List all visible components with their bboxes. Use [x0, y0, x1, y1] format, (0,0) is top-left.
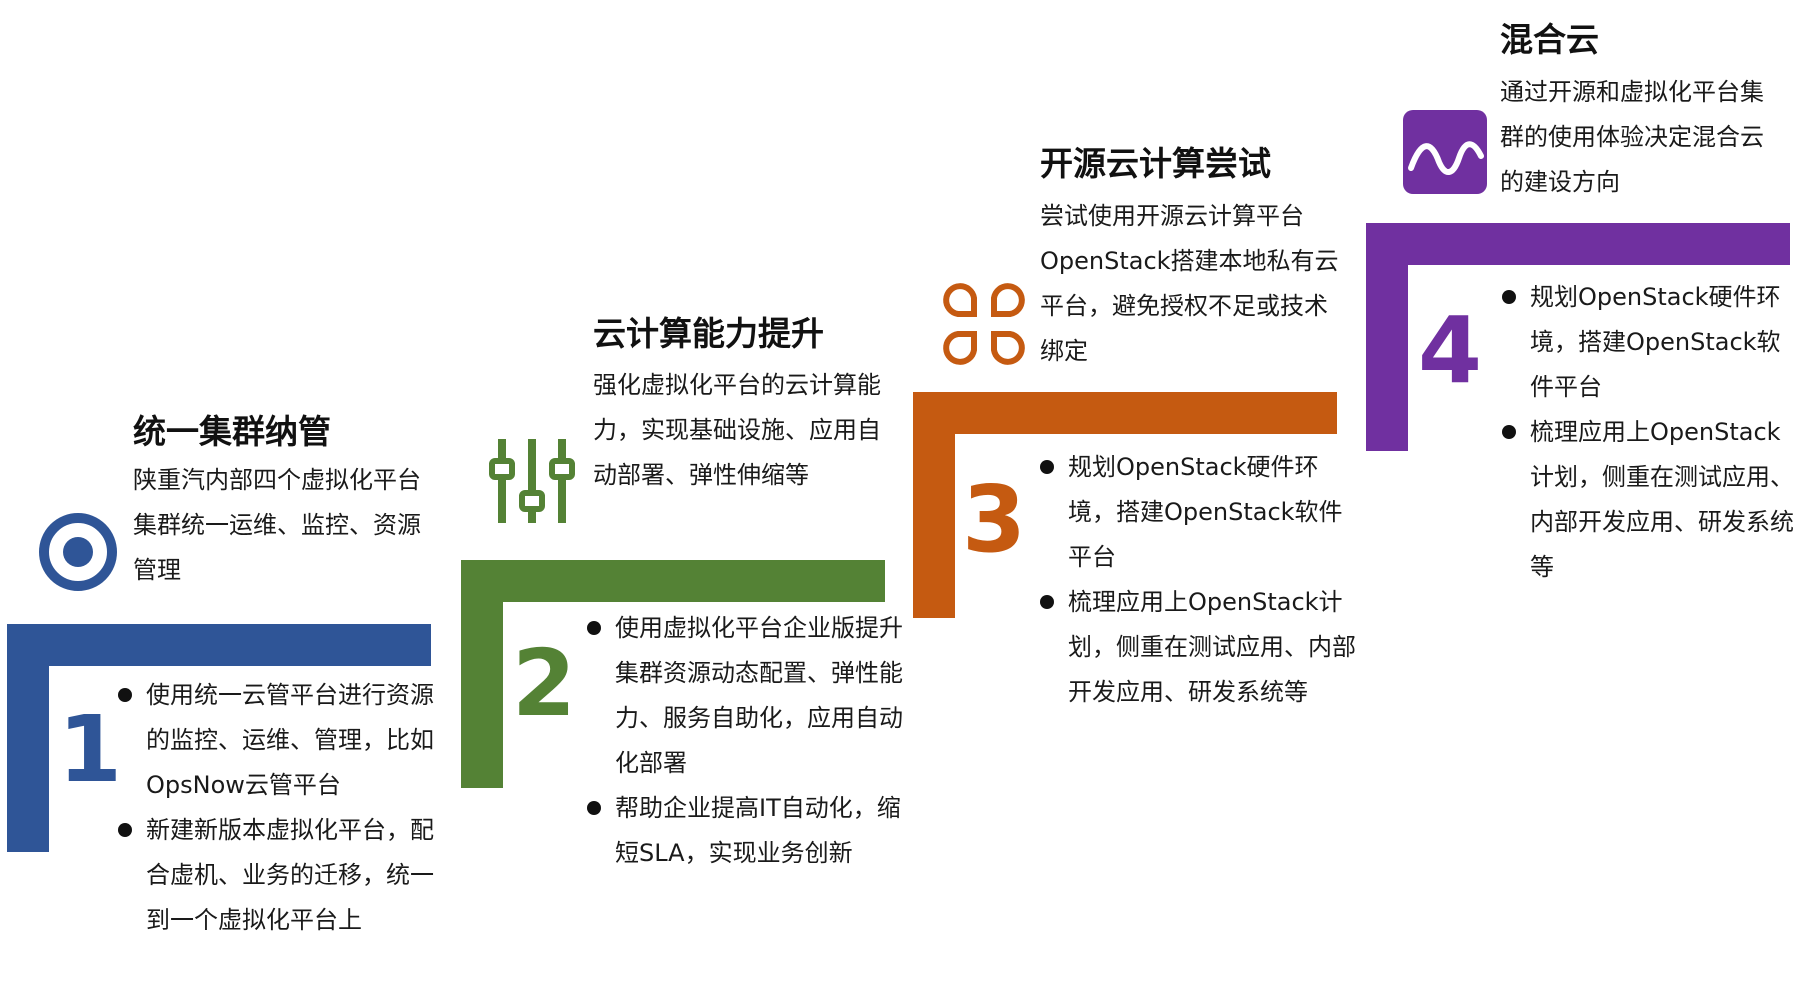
stage-4-bullets: 规划OpenStack硬件环境，搭建OpenStack软件平台 梳理应用上Ope…: [1502, 275, 1798, 590]
stage-3-bar-top: [913, 392, 1337, 434]
list-item: 梳理应用上OpenStack计划，侧重在测试应用、内部开发应用、研发系统等: [1040, 580, 1360, 715]
stage-1-number: 1: [58, 696, 123, 803]
stage-3-bar-side: [913, 392, 955, 618]
list-item: 帮助企业提高IT自动化，缩短SLA，实现业务创新: [587, 786, 903, 876]
stage-1-bar-side: [7, 624, 49, 852]
list-item: 使用虚拟化平台企业版提升集群资源动态配置、弹性能力、服务自助化，应用自动化部署: [587, 606, 903, 786]
stage-2-bullets: 使用虚拟化平台企业版提升集群资源动态配置、弹性能力、服务自助化，应用自动化部署 …: [587, 606, 903, 876]
stage-3-number: 3: [962, 466, 1027, 573]
stage-2-number: 2: [512, 630, 577, 737]
target-icon: [36, 510, 120, 594]
stage-2-bar-side: [461, 560, 503, 788]
stage-4-bar-side: [1366, 223, 1408, 451]
stage-2-description: 强化虚拟化平台的云计算能力，实现基础设施、应用自动部署、弹性伸缩等: [593, 371, 881, 489]
stage-2-bar-top: [461, 560, 885, 602]
stage-3-bullets: 规划OpenStack硬件环境，搭建OpenStack软件平台 梳理应用上Ope…: [1040, 445, 1360, 715]
sliders-icon: [488, 437, 576, 525]
stage-1-bullets: 使用统一云管平台进行资源的监控、运维、管理，比如OpsNow云管平台 新建新版本…: [118, 673, 438, 943]
stage-4-bar-top: [1366, 223, 1790, 265]
list-item: 规划OpenStack硬件环境，搭建OpenStack软件平台: [1502, 275, 1798, 410]
list-item: 新建新版本虚拟化平台，配合虚机、业务的迁移，统一到一个虚拟化平台上: [118, 808, 438, 943]
stage-4-title: 混合云: [1500, 20, 1599, 59]
image-wave-icon: [1403, 110, 1487, 194]
list-item: 规划OpenStack硬件环境，搭建OpenStack软件平台: [1040, 445, 1360, 580]
stage-1-bar-top: [7, 624, 431, 666]
stage-1-description: 陕重汽内部四个虚拟化平台集群统一运维、监控、资源管理: [133, 466, 421, 584]
stage-1-title: 统一集群纳管: [133, 412, 331, 451]
list-item: 使用统一云管平台进行资源的监控、运维、管理，比如OpsNow云管平台: [118, 673, 438, 808]
list-item: 梳理应用上OpenStack计划，侧重在测试应用、内部开发应用、研发系统等: [1502, 410, 1798, 590]
stage-2-title: 云计算能力提升: [593, 314, 824, 353]
stage-3-description: 尝试使用开源云计算平台OpenStack搭建本地私有云平台，避免授权不足或技术绑…: [1040, 202, 1339, 365]
command-icon: [940, 280, 1028, 368]
stage-4-number: 4: [1418, 297, 1483, 404]
stage-3-title: 开源云计算尝试: [1040, 144, 1271, 183]
stage-4-description: 通过开源和虚拟化平台集群的使用体验决定混合云的建设方向: [1500, 78, 1764, 196]
